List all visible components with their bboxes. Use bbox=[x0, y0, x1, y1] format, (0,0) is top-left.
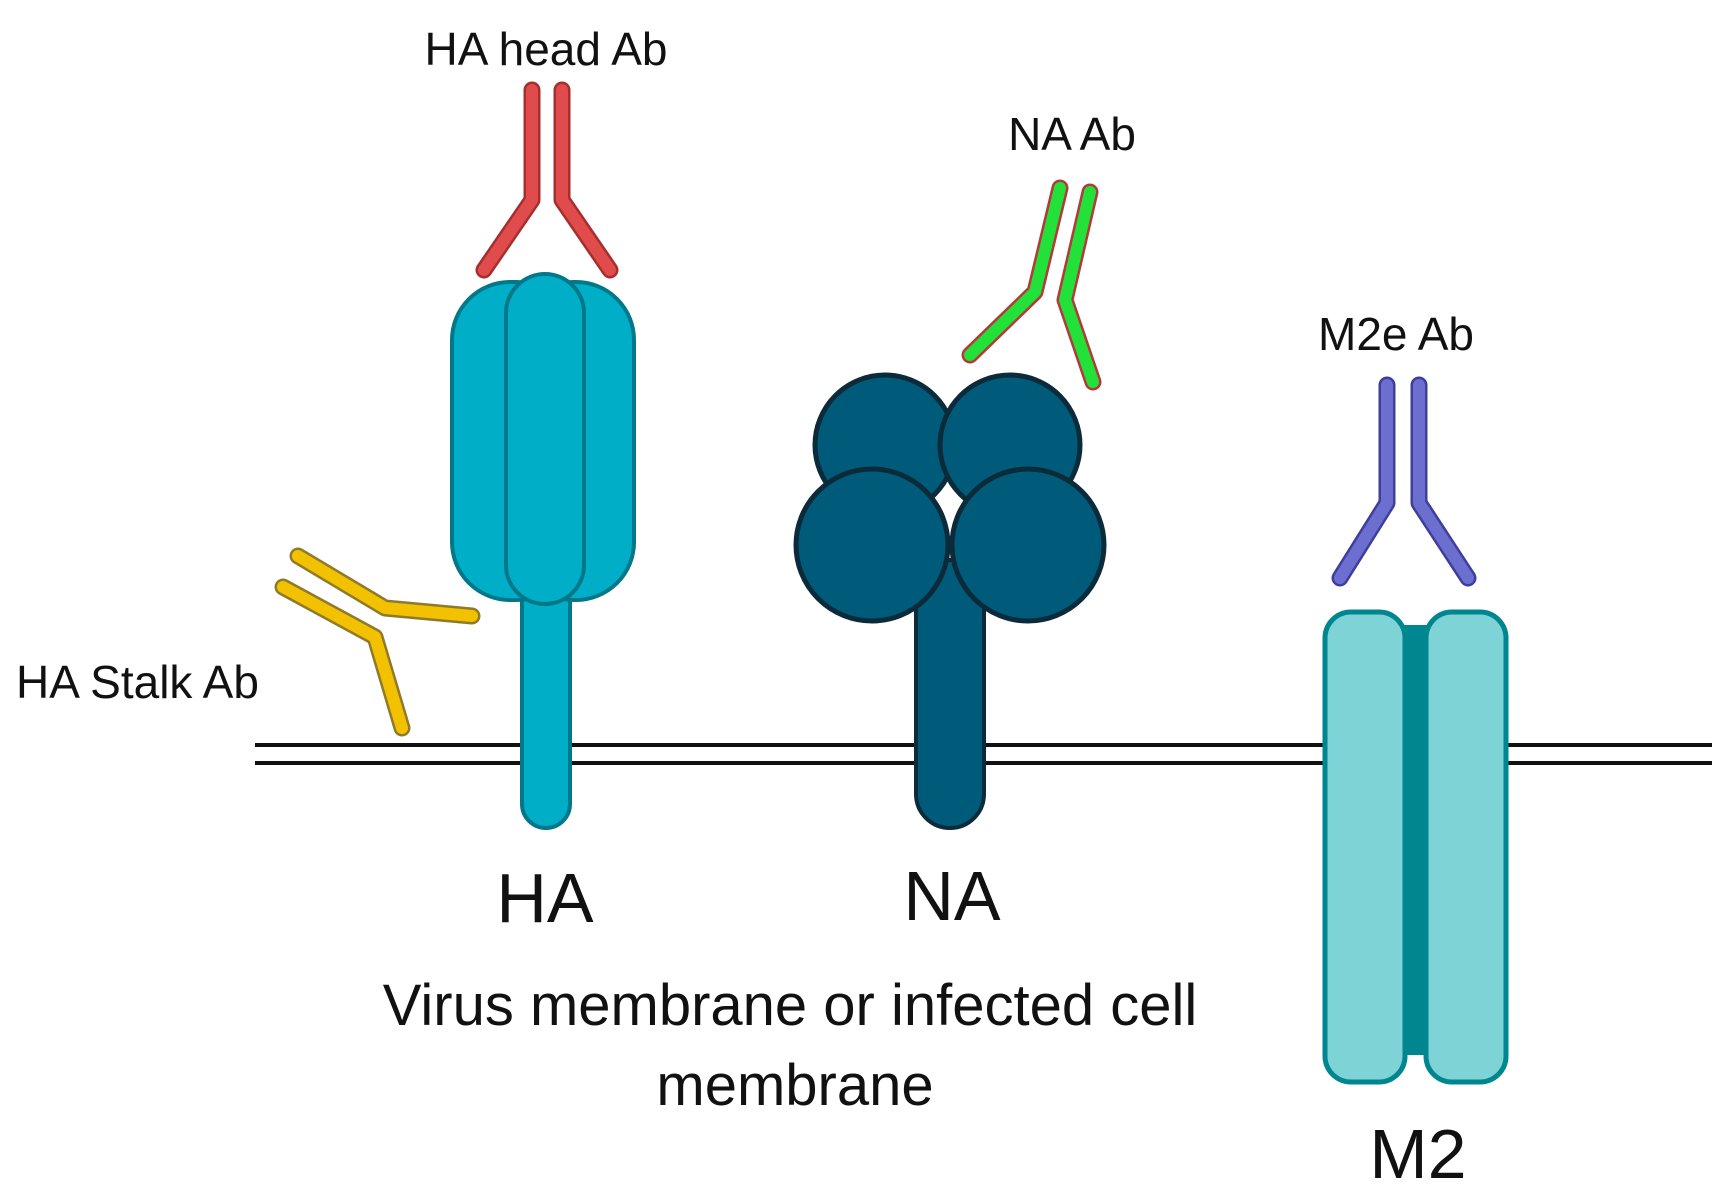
ha-stalk-ab-label: HA Stalk Ab bbox=[16, 656, 259, 708]
membrane-label-line2: membrane bbox=[656, 1053, 933, 1118]
ha-head-ab-label: HA head Ab bbox=[425, 23, 668, 75]
na-subunit-bottom-left bbox=[793, 466, 951, 624]
na-protein bbox=[793, 372, 1107, 830]
ha-label: HA bbox=[496, 859, 594, 937]
na-antibody bbox=[961, 179, 1102, 391]
ha-stalk-antibody bbox=[274, 547, 481, 737]
m2e-ab-label: M2e Ab bbox=[1318, 308, 1474, 360]
membrane-label-line1: Virus membrane or infected cell bbox=[383, 973, 1198, 1038]
na-label: NA bbox=[903, 857, 1001, 935]
na-ab-label: NA Ab bbox=[1008, 108, 1136, 160]
ha-head-center bbox=[504, 272, 586, 606]
ha-head-antibody bbox=[475, 81, 619, 279]
na-subunit-bottom-right bbox=[949, 466, 1107, 624]
m2e-antibody bbox=[1331, 376, 1477, 587]
m2-label: M2 bbox=[1369, 1115, 1466, 1193]
m2-protein bbox=[1322, 609, 1509, 1085]
na-stalk bbox=[914, 558, 986, 830]
m2-right-helix bbox=[1423, 609, 1509, 1085]
m2-left-helix bbox=[1322, 609, 1408, 1085]
ha-protein bbox=[450, 272, 636, 830]
